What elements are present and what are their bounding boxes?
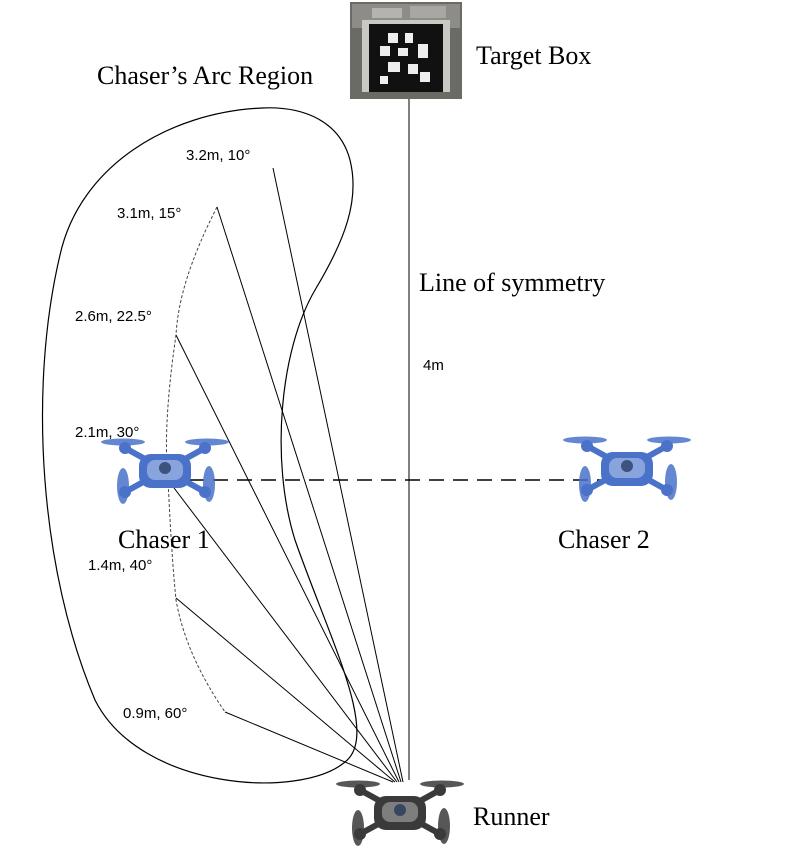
position-label-5: 1.4m, 40° [88, 557, 152, 574]
position-label-3: 2.6m, 22.5° [75, 308, 152, 325]
chaser1-drone-icon [101, 439, 229, 505]
chaser2-drone-icon [563, 437, 691, 503]
runner-drone-icon [336, 781, 464, 847]
position-rays [167, 167, 404, 783]
chaser1-label: Chaser 1 [118, 525, 210, 554]
target-box-icon [350, 2, 462, 99]
position-label-2: 3.1m, 15° [117, 205, 181, 222]
ray-position-2 [216, 206, 402, 783]
chaser2-label: Chaser 2 [558, 525, 650, 554]
arc-region-label: Chaser’s Arc Region [97, 61, 313, 90]
ray-position-3 [175, 334, 400, 783]
position-label-6: 0.9m, 60° [123, 705, 187, 722]
runner-label: Runner [473, 802, 550, 831]
position-label-4: 2.1m, 30° [75, 424, 139, 441]
ray-position-1 [272, 167, 404, 783]
target-box-label: Target Box [476, 41, 591, 70]
ray-position-4 [167, 479, 398, 783]
position-label-1: 3.2m, 10° [186, 147, 250, 164]
ray-position-6 [224, 711, 394, 783]
ray-position-5 [175, 597, 396, 783]
symmetry-label: Line of symmetry [419, 268, 605, 297]
distance-label: 4m [423, 357, 444, 374]
